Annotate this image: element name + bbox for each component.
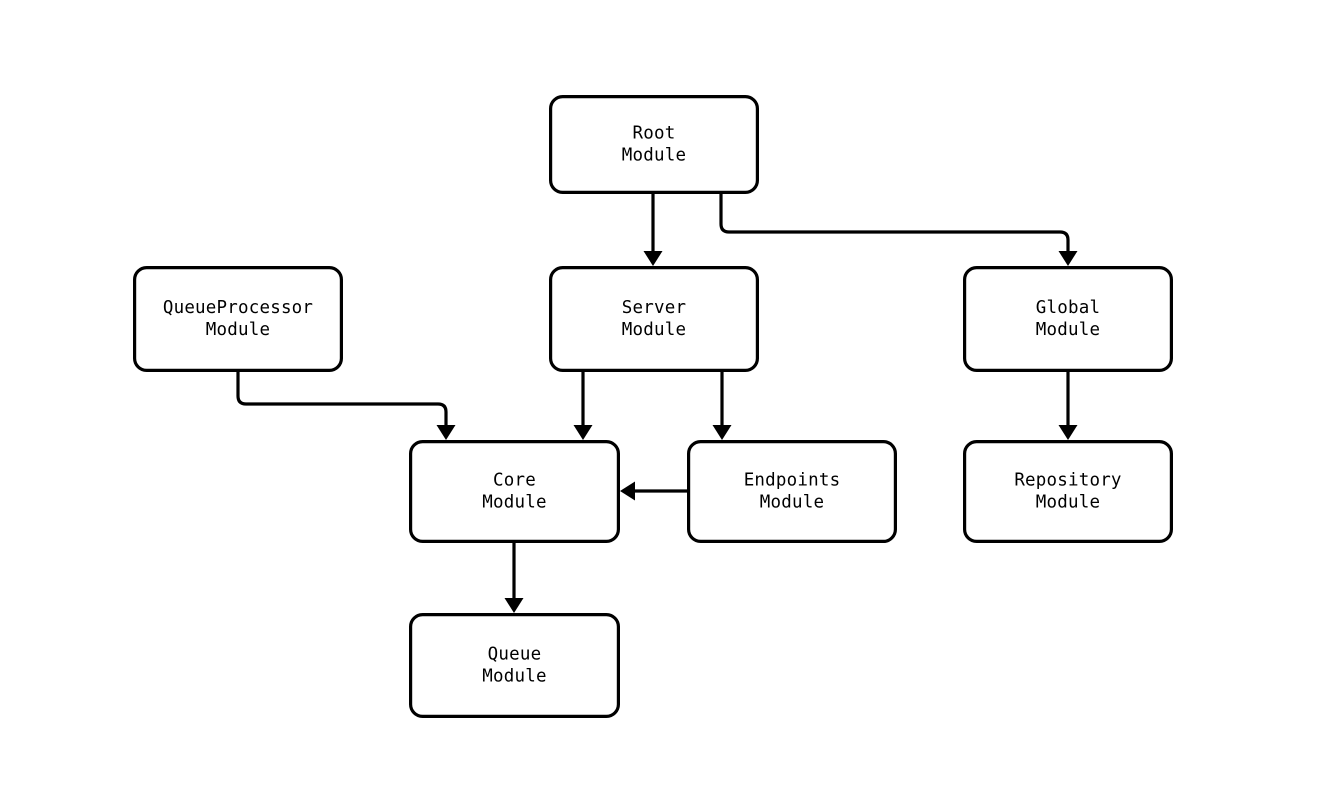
node-label-primary: Root — [633, 124, 676, 144]
node-label-secondary: Module — [1036, 493, 1100, 513]
edge-line — [719, 194, 1070, 252]
node-label-secondary: Module — [206, 320, 270, 340]
node-box[interactable] — [962, 266, 1173, 373]
arrowhead-icon — [504, 598, 524, 613]
edges-layer — [236, 194, 1078, 613]
node-label-secondary: Module — [482, 667, 546, 687]
arrowhead-icon — [643, 251, 663, 266]
edge-queueprocessor-to-core — [236, 372, 456, 440]
node-label-primary: QueueProcessor — [163, 298, 313, 318]
node-label-primary: Server — [622, 298, 686, 318]
node-box[interactable] — [548, 94, 759, 195]
node-box[interactable] — [409, 440, 621, 544]
arrowhead-icon — [1058, 251, 1078, 266]
edge-core-to-queue — [504, 543, 524, 613]
edge-line — [236, 372, 448, 426]
node-box[interactable] — [686, 440, 897, 544]
node-label-primary: Core — [493, 471, 536, 491]
arrowhead-icon — [712, 425, 732, 440]
node-label-primary: Queue — [488, 645, 542, 665]
nodes-layer: RootModuleQueueProcessorModuleServerModu… — [133, 94, 1173, 718]
edge-global-to-repository — [1058, 372, 1078, 440]
edge-server-to-core — [573, 372, 593, 440]
node-box[interactable] — [548, 266, 759, 373]
arrowhead-icon — [620, 481, 635, 501]
node-label-secondary: Module — [482, 493, 546, 513]
edge-root-to-server — [643, 194, 663, 266]
edge-endpoints-to-core — [620, 481, 687, 501]
node-label-secondary: Module — [760, 493, 824, 513]
arrowhead-icon — [436, 425, 456, 440]
node-label-primary: Endpoints — [744, 471, 841, 491]
node-label-secondary: Module — [622, 320, 686, 340]
edge-server-to-endpoints — [712, 372, 732, 440]
node-label-primary: Global — [1036, 298, 1100, 318]
node-box[interactable] — [133, 266, 344, 373]
node-label-secondary: Module — [622, 146, 686, 166]
node-label-secondary: Module — [1036, 320, 1100, 340]
arrowhead-icon — [1058, 425, 1078, 440]
arrowhead-icon — [573, 425, 593, 440]
edge-root-to-global — [719, 194, 1078, 266]
node-box[interactable] — [962, 440, 1173, 544]
node-label-primary: Repository — [1014, 471, 1121, 491]
node-box[interactable] — [409, 612, 621, 718]
